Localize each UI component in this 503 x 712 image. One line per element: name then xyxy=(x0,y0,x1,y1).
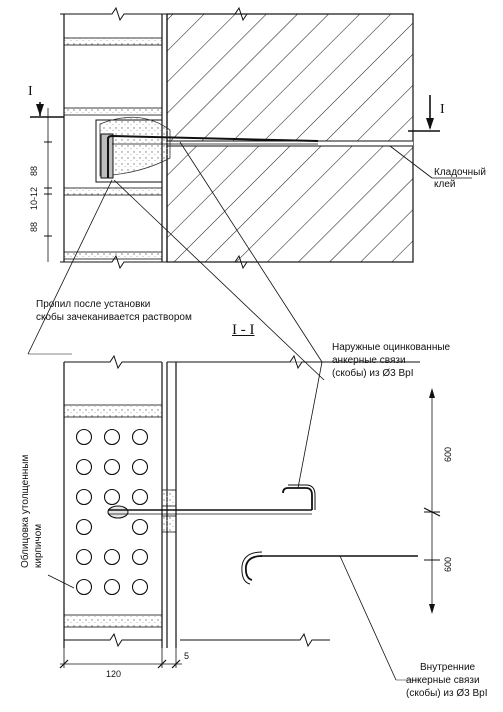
dim-600-bottom: 600 xyxy=(443,556,453,572)
section-mark-left: I xyxy=(28,84,33,99)
adhesive-label: Кладочный клей xyxy=(434,167,486,190)
outer-ties-line3: (скобы) из Ø3 BpI xyxy=(332,368,414,379)
section-title: I - I xyxy=(232,322,255,338)
dim-88-top: 88 xyxy=(29,165,39,176)
inner-ties-line3: (скобы) из Ø3 BpI xyxy=(406,688,488,699)
dim-5: 5 xyxy=(184,651,190,661)
dim-120: 120 xyxy=(106,669,122,679)
section-view xyxy=(47,354,441,681)
dim-88-bottom: 88 xyxy=(29,221,39,232)
adhesive-joint xyxy=(167,141,413,146)
outer-ties-line2: анкерные связи xyxy=(332,355,406,366)
brick-perforations xyxy=(75,428,149,596)
dim-10-12: 10-12 xyxy=(29,186,39,210)
inner-ties-line1: Внутренние xyxy=(420,662,476,673)
top-elevation xyxy=(30,6,472,270)
cut-note-line2: скобы зачеканивается раствором xyxy=(36,312,192,323)
inner-ties-line2: анкерные связи xyxy=(406,675,480,686)
section-mark-right: I xyxy=(440,102,445,117)
cut-note-line1: Пропил после установки xyxy=(36,299,151,310)
dim-600-top: 600 xyxy=(443,446,453,462)
cladding-line1: Облицовка утолщенным xyxy=(20,454,31,568)
outer-ties-line1: Наружные оцинкованные xyxy=(332,342,451,353)
cladding-line2: кирпичом xyxy=(33,523,44,568)
